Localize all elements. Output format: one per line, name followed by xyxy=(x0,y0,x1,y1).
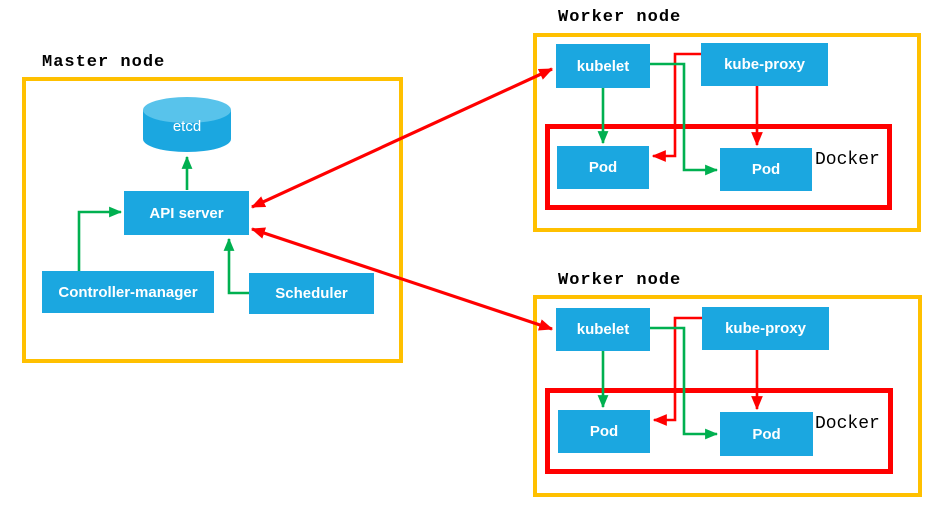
api-server-box: API server xyxy=(124,191,249,235)
worker2-title: Worker node xyxy=(558,271,682,290)
worker1-kube-proxy-box: kube-proxy xyxy=(701,43,828,86)
worker2-docker-label: Docker xyxy=(815,414,880,434)
worker2-pod-left-box: Pod xyxy=(558,410,650,453)
scheduler-box: Scheduler xyxy=(249,273,374,314)
worker1-docker-label: Docker xyxy=(815,150,880,170)
etcd-cylinder-icon xyxy=(143,97,231,152)
worker1-pod-left-box: Pod xyxy=(557,146,649,189)
worker2-kubelet-box: kubelet xyxy=(556,308,650,351)
master-node-box xyxy=(22,77,403,363)
etcd-cylinder: etcd xyxy=(142,96,232,154)
controller-manager-box: Controller-manager xyxy=(42,271,214,313)
worker2-docker-box xyxy=(545,388,893,474)
master-node-title: Master node xyxy=(42,53,166,72)
worker1-kubelet-box: kubelet xyxy=(556,44,650,88)
worker2-box xyxy=(533,295,922,497)
worker1-title: Worker node xyxy=(558,8,682,27)
worker1-pod-right-box: Pod xyxy=(720,148,812,191)
worker2-pod-right-box: Pod xyxy=(720,412,813,456)
etcd-label: etcd xyxy=(172,118,202,135)
worker2-kube-proxy-box: kube-proxy xyxy=(702,307,829,350)
